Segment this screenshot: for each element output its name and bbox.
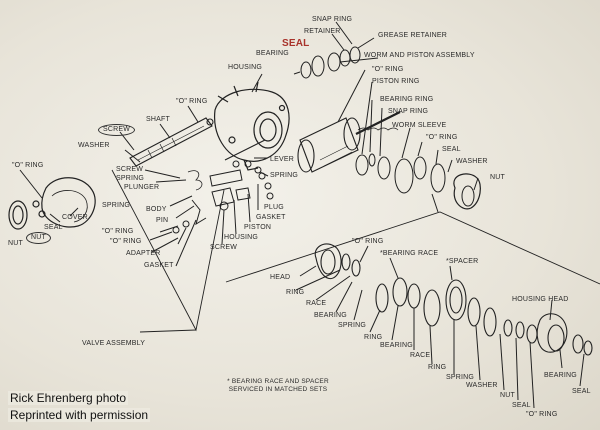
label-nut-r: NUT bbox=[490, 174, 505, 181]
label-retainer: RETAINER bbox=[304, 28, 341, 35]
label-plug: PLUG bbox=[264, 204, 284, 211]
photo-credit-line2: Reprinted with permission bbox=[8, 408, 151, 422]
label-adapter: ADAPTER bbox=[126, 250, 161, 257]
label-spring-ll: SPRING bbox=[102, 202, 131, 209]
label-o-ring-b: "O" RING bbox=[526, 411, 558, 418]
label-bearing-race: *BEARING RACE bbox=[380, 250, 439, 257]
label-washer-l: WASHER bbox=[78, 142, 110, 149]
label-spacer: *SPACER bbox=[446, 258, 479, 265]
label-nut-circled: NUT bbox=[26, 232, 51, 244]
label-seal-r: SEAL bbox=[442, 146, 461, 153]
label-seal-l: SEAL bbox=[44, 224, 63, 231]
label-o-ring-r1: "O" RING bbox=[372, 66, 404, 73]
label-o-ring-v2: "O" RING bbox=[110, 238, 142, 245]
label-o-ring-r2: "O" RING bbox=[426, 134, 458, 141]
label-housing-head: HOUSING HEAD bbox=[512, 296, 569, 303]
head-assembly bbox=[314, 243, 593, 356]
label-spring-l: SPRING bbox=[116, 175, 145, 182]
photo-credit-line1: Rick Ehrenberg photo bbox=[8, 391, 129, 405]
label-spring-1: SPRING bbox=[338, 322, 367, 329]
footnote-matched-sets: * BEARING RACE AND SPACER SERVICED IN MA… bbox=[227, 378, 329, 393]
label-piston: PISTON bbox=[244, 224, 272, 231]
label-body: BODY bbox=[146, 206, 167, 213]
label-head: HEAD bbox=[270, 274, 291, 281]
label-o-ring-left: "O" RING bbox=[12, 162, 44, 169]
label-cover: COVER bbox=[62, 214, 88, 221]
label-lever: LEVER bbox=[270, 156, 294, 163]
label-worm-sleeve: WORM SLEEVE bbox=[392, 122, 447, 129]
label-plunger: PLUNGER bbox=[124, 184, 160, 191]
label-bearing-1: BEARING bbox=[314, 312, 347, 319]
label-housing-top: HOUSING bbox=[228, 64, 263, 71]
top-ring-stack bbox=[293, 46, 361, 79]
label-race-1: RACE bbox=[306, 300, 327, 307]
worm-piston-assembly bbox=[297, 111, 401, 173]
label-worm-piston: WORM AND PISTON ASSEMBLY bbox=[364, 52, 475, 59]
label-gasket-m: GASKET bbox=[256, 214, 286, 221]
label-grease-retainer: GREASE RETAINER bbox=[378, 32, 447, 39]
label-seal-b: SEAL bbox=[512, 402, 531, 409]
label-snap-ring-top: SNAP RING bbox=[312, 16, 353, 23]
label-ring-1: RING bbox=[286, 289, 305, 296]
label-shaft: SHAFT bbox=[146, 116, 170, 123]
worm-rings bbox=[355, 153, 481, 210]
label-o-ring-h: "O" RING bbox=[352, 238, 384, 245]
label-pin: PIN bbox=[156, 217, 169, 224]
label-gasket-l: GASKET bbox=[144, 262, 174, 269]
label-housing-m: HOUSING bbox=[224, 234, 259, 241]
label-piston-ring: PISTON RING bbox=[372, 78, 420, 85]
left-cover-parts bbox=[8, 177, 96, 230]
label-bearing-2: BEARING bbox=[380, 342, 413, 349]
shaft-part bbox=[129, 117, 214, 167]
label-spring-2: SPRING bbox=[446, 374, 475, 381]
label-screw-l: SCREW bbox=[116, 166, 144, 173]
label-race-2: RACE bbox=[410, 352, 431, 359]
label-nut-l: NUT bbox=[8, 240, 23, 247]
label-ring-3: RING bbox=[428, 364, 447, 371]
label-bearing-ring: BEARING RING bbox=[380, 96, 434, 103]
label-bearing-top: BEARING bbox=[256, 50, 289, 57]
label-snap-ring-mid: SNAP RING bbox=[388, 108, 429, 115]
label-valve-assembly: VALVE ASSEMBLY bbox=[82, 340, 146, 347]
label-seal-red: SEAL bbox=[282, 38, 310, 49]
label-seal-b2: SEAL bbox=[572, 388, 591, 395]
label-spring-m: SPRING bbox=[270, 172, 299, 179]
label-ring-2: RING bbox=[364, 334, 383, 341]
label-o-ring-v1: "O" RING bbox=[102, 228, 134, 235]
label-bearing-b: BEARING bbox=[544, 372, 577, 379]
label-washer-b: WASHER bbox=[466, 382, 498, 389]
label-nut-b: NUT bbox=[500, 392, 515, 399]
label-o-ring-shaft: "O" RING bbox=[176, 98, 208, 105]
label-screw-circled: SCREW bbox=[98, 124, 136, 136]
label-washer-r: WASHER bbox=[456, 158, 488, 165]
label-screw-m: SCREW bbox=[210, 244, 238, 251]
